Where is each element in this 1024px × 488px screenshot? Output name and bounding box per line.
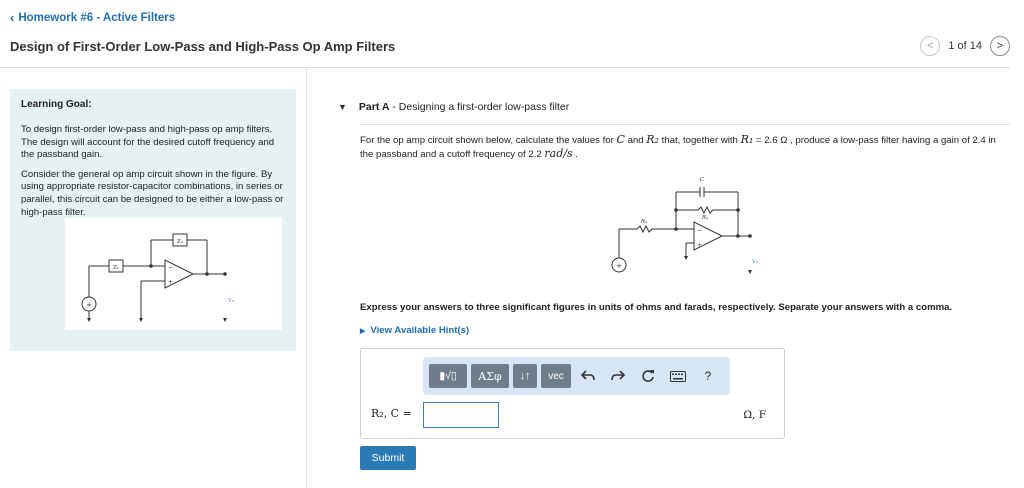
r2-label: R₂ <box>701 215 708 221</box>
part-a-header[interactable]: ▼ Part A - Designing a first-order low-p… <box>338 101 569 113</box>
greek-symbols-button[interactable]: ΑΣφ <box>471 364 509 388</box>
answer-box: ▮√▯ ΑΣφ ↓↑ vec ? R₂, C = Ω, F <box>360 348 785 439</box>
part-a-title: Part A - Designing a first-order low-pas… <box>359 101 569 113</box>
next-item-button[interactable]: > <box>990 36 1010 56</box>
column-divider <box>306 68 307 488</box>
chevron-left-icon: < <box>927 40 934 52</box>
templates-button[interactable]: ▮√▯ <box>429 364 467 388</box>
question-text-2: and <box>624 135 647 146</box>
answer-label: R₂, C = <box>371 407 412 420</box>
svg-text:−: − <box>168 264 173 271</box>
math-toolbar: ▮√▯ ΑΣφ ↓↑ vec ? <box>423 357 730 395</box>
svg-text:+: + <box>168 279 173 286</box>
question-text-3: that, together with <box>658 135 741 146</box>
pager: < 1 of 14 > <box>920 36 1010 56</box>
view-hints-label: View Available Hint(s) <box>370 325 470 336</box>
help-icon[interactable]: ? <box>704 369 712 383</box>
chevron-right-icon: > <box>996 40 1004 52</box>
r1-label: R₁ <box>640 219 647 225</box>
question-units: rad/s <box>544 147 573 160</box>
chevron-left-icon: ‹ <box>10 10 15 25</box>
vo-label: V₀ <box>751 259 759 265</box>
z2-label: Z₂ <box>177 239 183 245</box>
answer-instructions: Express your answers to three significan… <box>360 302 953 313</box>
part-a-subtitle: - Designing a first-order low-pass filte… <box>389 101 570 113</box>
view-hints-link[interactable]: ▶ View Available Hint(s) <box>360 325 469 336</box>
subscript-superscript-button[interactable]: ↓↑ <box>513 364 537 388</box>
answer-input[interactable] <box>423 402 499 428</box>
undo-icon[interactable] <box>575 364 601 388</box>
learning-goal-title: Learning Goal: <box>21 99 92 110</box>
redo-icon[interactable] <box>605 364 631 388</box>
vo-label: V₀ <box>227 298 235 304</box>
question-var-r2: R₂ <box>646 133 659 146</box>
header-divider <box>0 67 1010 68</box>
learning-goal-text: To design first-order low-pass and high-… <box>21 124 275 161</box>
low-pass-circuit-figure: + − + C R₁ R₂ V₀ <box>604 170 764 280</box>
question-text-4: = 2.6 Ω , produce a low-pass filter havi… <box>360 135 996 160</box>
question-text-5: . <box>572 149 578 160</box>
question-text-1: For the op amp circuit shown below, calc… <box>360 135 617 146</box>
learning-goal-description: Consider the general op amp circuit show… <box>21 168 284 218</box>
part-a-label: Part A <box>358 101 390 113</box>
part-a-divider <box>360 124 1010 125</box>
low-pass-circuit-diagram: + − + C R₁ R₂ V₀ <box>611 177 759 274</box>
reset-icon[interactable] <box>635 364 661 388</box>
caret-right-icon: ▶ <box>360 327 366 335</box>
vector-button[interactable]: vec <box>541 364 571 388</box>
pager-count: 1 of 14 <box>948 40 982 52</box>
question-var-c: C <box>616 133 625 146</box>
question-var-r1: R₁ <box>740 133 754 146</box>
svg-text:+: + <box>616 262 622 270</box>
page-title: Design of First-Order Low-Pass and High-… <box>10 39 396 54</box>
back-link[interactable]: ‹ Homework #6 - Active Filters <box>10 11 175 24</box>
back-link-label: Homework #6 - Active Filters <box>18 11 176 24</box>
caret-down-icon: ▼ <box>338 102 347 112</box>
z1-label: Z₁ <box>113 265 119 271</box>
svg-text:−: − <box>697 227 702 234</box>
learning-goal-panel: Learning Goal: To design first-order low… <box>10 89 296 351</box>
general-op-amp-circuit-diagram: + − + Z₁ Z₂ V₀ <box>81 233 235 322</box>
previous-item-button[interactable]: < <box>920 36 941 56</box>
general-circuit-figure: + − + Z₁ Z₂ V₀ <box>65 218 282 330</box>
question-text: For the op amp circuit shown below, calc… <box>360 133 1010 161</box>
answer-units: Ω, F <box>743 409 766 421</box>
svg-text:+: + <box>697 242 702 249</box>
submit-button[interactable]: Submit <box>360 446 416 470</box>
svg-text:+: + <box>86 301 92 309</box>
keyboard-icon[interactable] <box>665 364 691 388</box>
c-label: C <box>700 177 705 183</box>
